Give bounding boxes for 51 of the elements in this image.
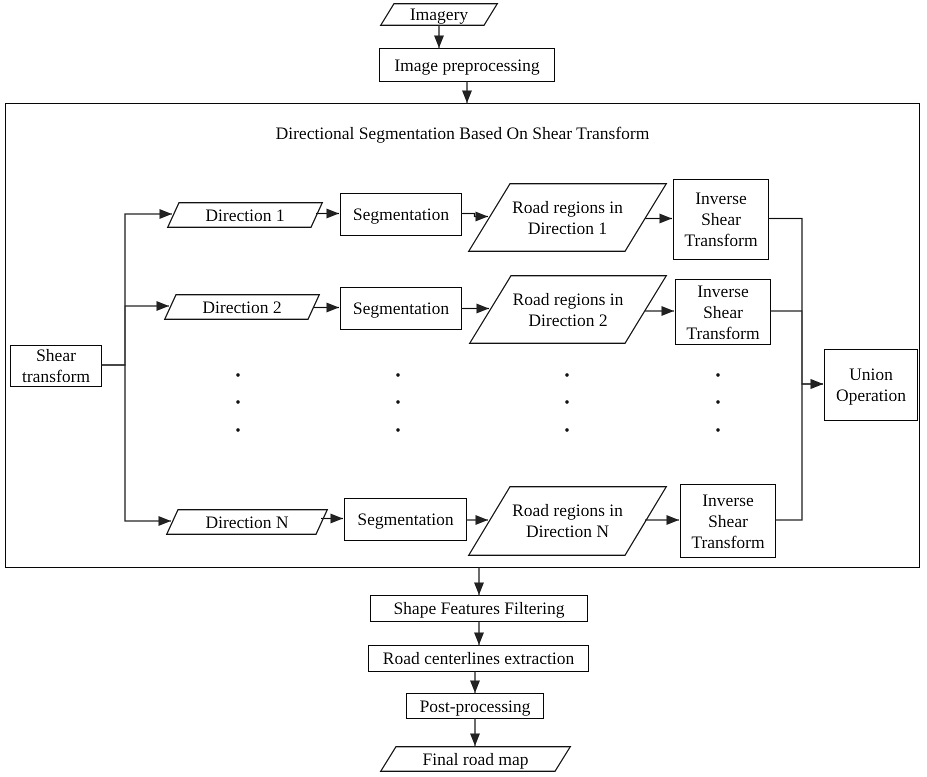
arrow [474,622,484,645]
node-label: Inverse Shear Transform [683,188,759,251]
node-label: Image preprocessing [394,54,540,76]
arrow [461,212,488,222]
arrow [462,82,472,103]
node-label: Union Operation [835,364,907,406]
process-box [340,193,462,236]
arrow [645,214,672,224]
node-label: Final road map [422,748,528,770]
group-container [5,103,920,568]
node-label: Segmentation [352,204,450,225]
node-label: Direction 2 [202,296,282,318]
arrow [645,306,674,316]
group-heading: Directional Segmentation Based On Shear Transform [276,123,650,144]
process-box [10,345,102,387]
arrow [474,568,484,595]
process-box [680,484,776,558]
arrow [470,719,480,746]
arrow [775,379,823,521]
node-label: Shear transform [20,345,92,387]
arrow [321,514,343,524]
process-box [340,287,462,330]
arrow [466,515,488,525]
node-label: Direction 1 [205,204,285,226]
node-label: Direction N [205,512,289,532]
arrow [316,208,339,218]
process-box [368,645,589,672]
node-label: Shape Features Filtering [393,598,565,619]
node-label: Road centerlines extraction [382,648,574,669]
arrow [101,364,171,526]
node-label: Imagery [410,4,468,25]
process-box [824,349,918,421]
arrow [470,672,480,693]
node-label: Post-processing [420,696,530,716]
arrow [645,515,679,525]
node-label: Segmentation [352,298,450,319]
arrow [434,26,444,48]
arrow [313,302,339,312]
node-label: Segmentation [357,509,454,530]
node-label: Inverse Shear Transform [690,490,766,552]
process-box [675,279,771,345]
process-box [673,179,769,260]
node-label: Road regions in Direction 1 [511,196,624,238]
process-box [406,693,544,719]
process-box [370,595,588,622]
node-label: Inverse Shear Transform [685,280,761,344]
node-label: Road regions in Direction 2 [512,288,624,330]
process-box [379,48,555,82]
arrow [461,304,489,314]
node-label: Road regions in Direction N [511,500,624,542]
process-box [344,498,467,541]
